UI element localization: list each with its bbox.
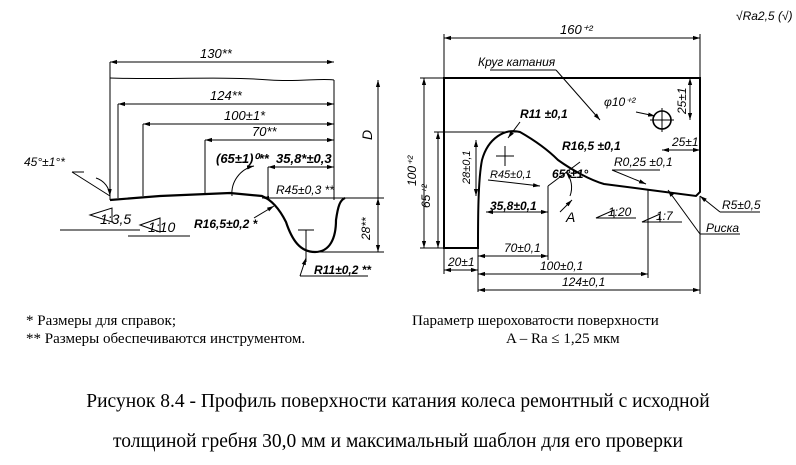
wheel-profile (60, 59, 384, 277)
tpl-taper-1-20: 1:20 (608, 205, 632, 219)
dim-45-angle: 45°±1°* (24, 155, 65, 169)
note-tool-dims: ** Размеры обеспечиваются инструментом. (26, 331, 306, 347)
roughness-param-title: Параметр шероховатости поверхности (412, 313, 659, 329)
tpl-65: 65⁺² (419, 183, 433, 208)
dim-r16-5: R16,5±0,2 * (194, 217, 259, 231)
figure-caption-line2: толщиной гребня 30,0 мм и максимальный ш… (113, 431, 683, 452)
tpl-65-angle: 65°±1° (552, 167, 588, 181)
dim-r11: R11±0,2 ** (314, 263, 372, 277)
tpl-label-a: A (565, 209, 575, 225)
tpl-r16-5: R16,5 ±0,1 (562, 139, 621, 153)
dim-100: 100±1* (224, 108, 266, 123)
rolling-surface (109, 191, 346, 254)
tpl-70: 70±0,1 (504, 241, 541, 255)
tpl-28: 28±0,1 (461, 150, 473, 185)
roughness-param-value: A – Ra ≤ 1,25 мкм (506, 331, 620, 347)
dim-35-8: 35,8*±0,3 (276, 151, 332, 166)
note-reference-dims: * Размеры для справок; (26, 313, 176, 329)
tpl-r0-25: R0,25 ±0,1 (614, 155, 673, 169)
tpl-dim-160: 160⁺² (560, 22, 594, 37)
tpl-r45: R45±0,1 (490, 169, 532, 181)
tpl-riska: Риска (706, 221, 739, 235)
dim-65-angle: (65±1)⁰** (216, 151, 270, 166)
dim-124: 124** (210, 88, 243, 103)
dim-28: 28** (359, 217, 373, 241)
dim-130: 130** (200, 46, 233, 61)
tpl-krug-katania: Круг катания (478, 55, 556, 69)
taper-1-3-5: 1:3,5 (100, 211, 131, 227)
tpl-100-bottom: 100±0,1 (540, 259, 583, 273)
tpl-r5: R5±0,5 (722, 198, 761, 212)
dim-r45: R45±0,3 ** (276, 183, 334, 197)
tpl-r11: R11 ±0,1 (520, 107, 568, 121)
tpl-25-a: 25±1 (675, 87, 689, 115)
gauge-template (420, 34, 760, 294)
figure-caption-line1: Рисунок 8.4 - Профиль поверхности катани… (86, 391, 710, 412)
dim-70: 70** (252, 124, 278, 139)
tpl-100: 100⁺² (405, 155, 419, 186)
roughness-symbol: √Ra2,5 (√) (736, 9, 793, 23)
tpl-taper-1-7: 1:7 (656, 209, 674, 223)
taper-1-10: 1:10 (148, 219, 175, 235)
tpl-124: 124±0,1 (562, 275, 605, 289)
technical-drawing: √Ra2,5 (√) (24, 9, 793, 294)
template-outline (443, 77, 701, 249)
tpl-phi10: φ10⁺² (604, 95, 637, 109)
tpl-25-b: 25±1 (671, 135, 699, 149)
profile-top-edge (109, 77, 335, 82)
tpl-20: 20±1 (447, 255, 475, 269)
tpl-35-8: 35,8±0,1 (490, 199, 537, 213)
dim-D: D (359, 130, 375, 140)
